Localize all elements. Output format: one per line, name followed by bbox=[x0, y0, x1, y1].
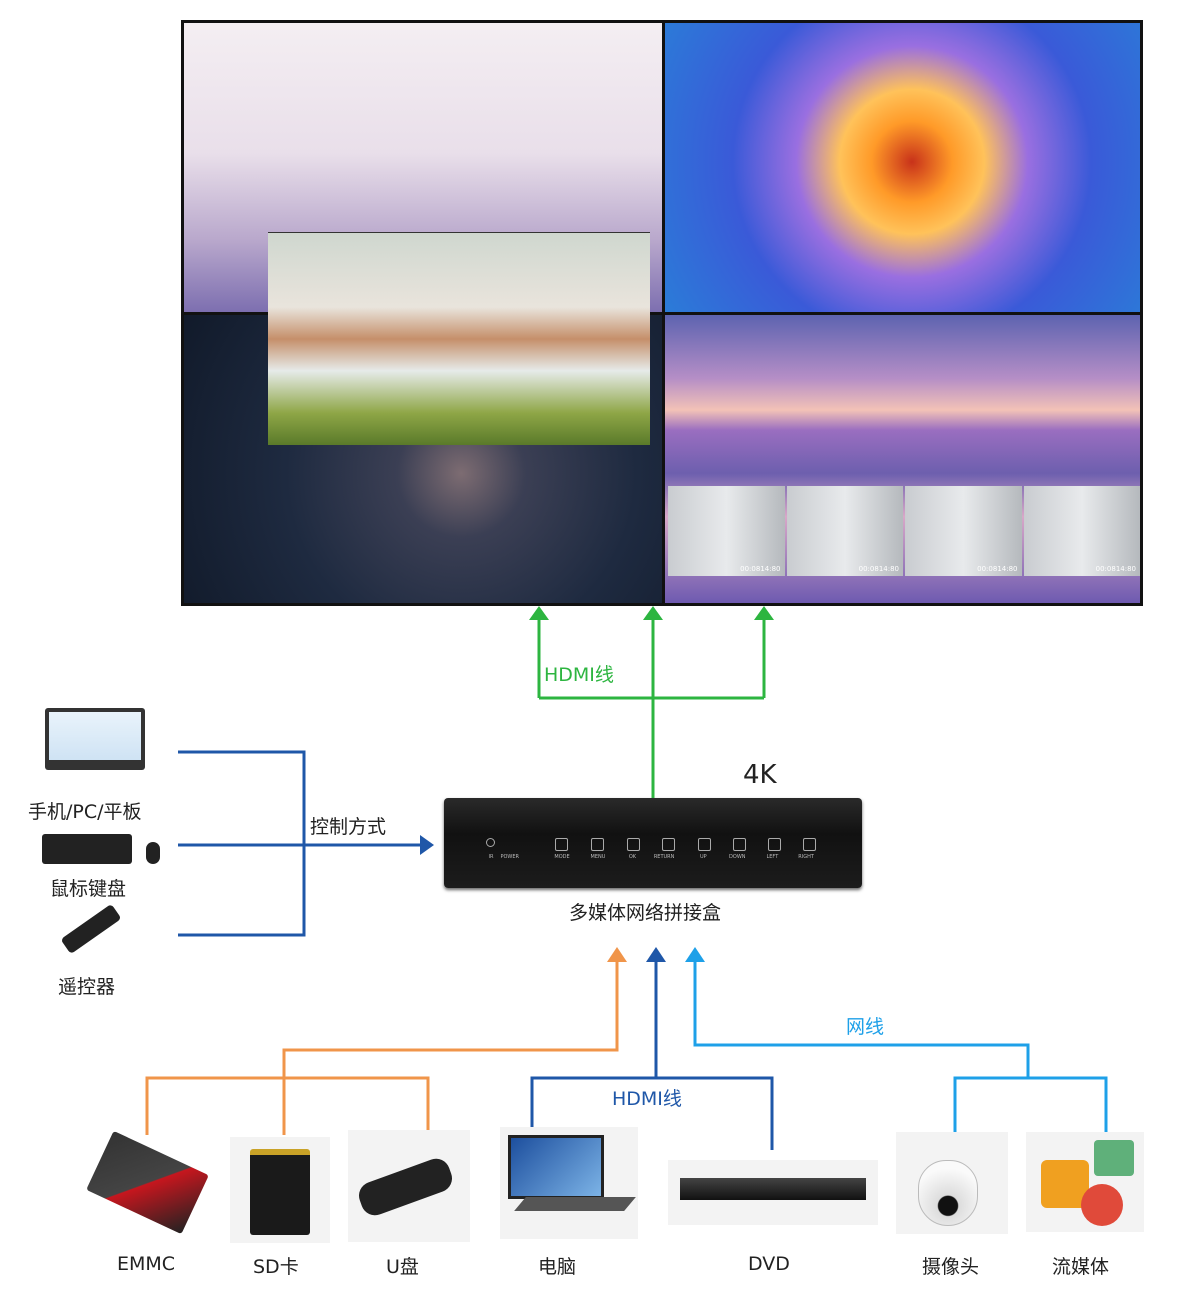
source-label: DVD bbox=[748, 1253, 790, 1275]
device-name: 多媒体网络拼接盒 bbox=[569, 902, 722, 924]
mode-button[interactable] bbox=[555, 838, 568, 851]
control-label: 控制方式 bbox=[310, 816, 387, 838]
panel-label: MODE bbox=[554, 854, 570, 860]
camera-icon bbox=[896, 1132, 1008, 1234]
panel-label: RIGHT bbox=[798, 854, 814, 860]
menu-button[interactable] bbox=[591, 838, 604, 851]
dvd-player-icon bbox=[668, 1160, 878, 1225]
source-label: EMMC bbox=[117, 1253, 176, 1275]
video-wall: 00:0814:80 00:0814:80 00:0814:80 00:0814… bbox=[181, 20, 1143, 606]
thumbnail: 00:0814:80 bbox=[786, 486, 903, 576]
down-button[interactable] bbox=[733, 838, 746, 851]
streaming-media-icon bbox=[1026, 1132, 1144, 1232]
timestamp: 00:0814:80 bbox=[1095, 565, 1136, 573]
control-line bbox=[178, 750, 422, 937]
timestamp: 00:0814:80 bbox=[977, 565, 1018, 573]
controller-label: 遥控器 bbox=[58, 976, 116, 998]
panel-label: MENU bbox=[590, 854, 606, 860]
source-label: 摄像头 bbox=[922, 1256, 980, 1278]
timestamp: 00:0814:80 bbox=[740, 565, 781, 573]
thumbnail-strip: 00:0814:80 00:0814:80 00:0814:80 00:0814… bbox=[668, 486, 1140, 576]
source-label: 流媒体 bbox=[1052, 1256, 1110, 1278]
panel-label: POWER bbox=[500, 854, 519, 860]
panel-label: OK bbox=[628, 854, 637, 860]
laptop-icon bbox=[500, 1127, 638, 1239]
overlay-window-sprouts bbox=[268, 232, 650, 445]
hdmi-input-line bbox=[530, 960, 774, 1150]
network-label: 网线 bbox=[846, 1016, 885, 1038]
hdmi-output-line bbox=[537, 618, 766, 800]
hdmi-input-label: HDMI线 bbox=[612, 1088, 682, 1110]
ir-sensor bbox=[486, 838, 495, 847]
thumbnail: 00:0814:80 bbox=[1023, 486, 1140, 576]
source-label: 电脑 bbox=[538, 1256, 577, 1278]
source-label: U盘 bbox=[386, 1256, 419, 1278]
screen-flower bbox=[665, 23, 1140, 312]
splicing-box-device: IR POWER MODE MENU OK RETURN UP DOWN LEF… bbox=[444, 798, 862, 888]
keyboard-icon bbox=[42, 834, 132, 864]
thumbnail: 00:0814:80 bbox=[668, 486, 785, 576]
storage-line bbox=[145, 960, 619, 1150]
thumbnail: 00:0814:80 bbox=[905, 486, 1022, 576]
resolution-label: 4K bbox=[743, 760, 777, 790]
panel-label: IR bbox=[488, 854, 494, 860]
ok-button[interactable] bbox=[627, 838, 640, 851]
left-button[interactable] bbox=[768, 838, 781, 851]
return-button[interactable] bbox=[662, 838, 675, 851]
source-label: SD卡 bbox=[253, 1256, 299, 1278]
right-button[interactable] bbox=[803, 838, 816, 851]
controller-label: 手机/PC/平板 bbox=[28, 801, 142, 823]
up-button[interactable] bbox=[698, 838, 711, 851]
panel-label: LEFT bbox=[766, 854, 779, 860]
pc-tablet-phone-icon bbox=[45, 708, 145, 770]
mouse-icon bbox=[146, 842, 160, 864]
usb-drive-icon bbox=[348, 1130, 470, 1242]
panel-label: RETURN bbox=[653, 854, 675, 860]
timestamp: 00:0814:80 bbox=[858, 565, 899, 573]
arrow-heads bbox=[420, 606, 774, 962]
network-line bbox=[693, 960, 1108, 1135]
panel-label: DOWN bbox=[729, 854, 746, 860]
sd-card-icon bbox=[230, 1137, 330, 1243]
controller-label: 鼠标键盘 bbox=[50, 878, 127, 900]
panel-label: UP bbox=[699, 854, 707, 860]
hdmi-output-label: HDMI线 bbox=[544, 664, 614, 686]
